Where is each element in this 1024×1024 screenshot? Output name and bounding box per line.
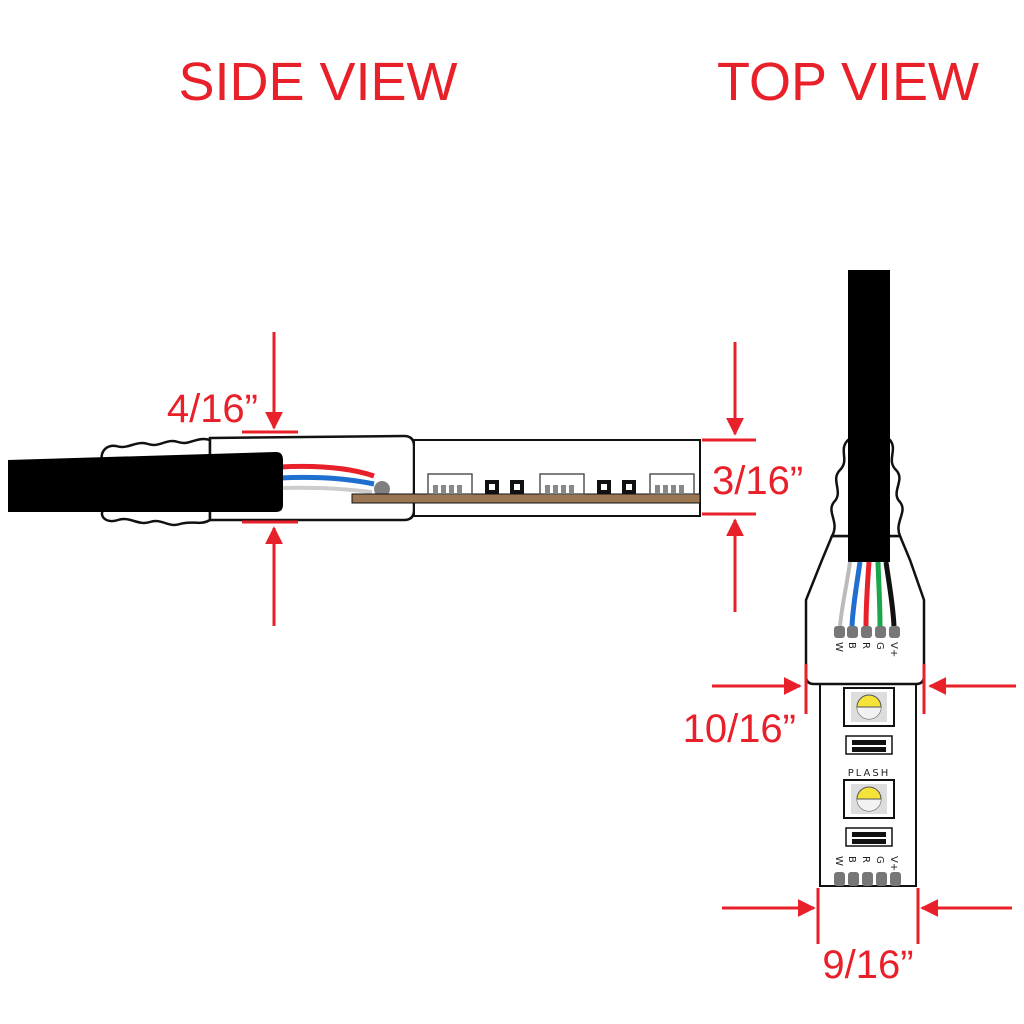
- side-led-chip: [427, 473, 473, 495]
- pin-label-vplus: V+: [888, 642, 899, 657]
- side-resistor: [597, 480, 611, 494]
- top-wire-green: [875, 561, 883, 627]
- top-wire-blue: [849, 561, 863, 627]
- dimension-strip-thickness: 3/16”: [702, 342, 803, 612]
- dimension-connector-width-label: 10/16”: [683, 707, 796, 751]
- pin-label-b: B: [846, 642, 857, 649]
- top-wire-red: [863, 561, 872, 627]
- side-resistor: [485, 480, 499, 494]
- side-wire-blue: [279, 474, 375, 487]
- pin-label-g: G: [874, 642, 885, 650]
- dimension-strip-thickness-label: 3/16”: [712, 459, 803, 503]
- top-solder-pad: [861, 626, 872, 638]
- pin-label-vplus-lower: V+: [888, 856, 899, 871]
- top-led-chip: [843, 687, 895, 727]
- top-resistor: [845, 827, 893, 847]
- dimension-strip-width: 9/16”: [722, 888, 1012, 987]
- side-wire-white: [279, 485, 373, 494]
- top-solder-pad: [889, 626, 900, 638]
- top-solder-pad-lower: [834, 872, 845, 886]
- pin-label-g-lower: G: [874, 856, 885, 864]
- dimension-connector-width: 10/16”: [683, 664, 1016, 751]
- pin-label-r: R: [860, 642, 871, 649]
- brand-label: PLASH: [848, 768, 891, 779]
- side-wire-red: [279, 463, 375, 479]
- top-solder-pad: [847, 626, 858, 638]
- side-view-title: SIDE VIEW: [178, 52, 457, 112]
- side-resistor: [510, 480, 524, 494]
- top-view-title: TOP VIEW: [717, 52, 979, 112]
- side-led-chip: [539, 473, 585, 495]
- pin-label-w-lower: W: [833, 856, 844, 866]
- top-solder-pad-lower: [876, 872, 887, 886]
- side-resistor: [622, 480, 636, 494]
- side-led-chip: [649, 473, 695, 495]
- pin-label-b-lower: B: [846, 856, 857, 863]
- top-cable: [848, 270, 890, 562]
- top-view: W B R G V+ PLASH: [683, 270, 1016, 987]
- top-solder-pad: [875, 626, 886, 638]
- pin-label-r-lower: R: [860, 856, 871, 863]
- top-resistor: [845, 735, 893, 755]
- side-cable: [8, 452, 283, 512]
- dimension-connector-height: 4/16”: [167, 332, 298, 626]
- top-solder-pad-lower: [862, 872, 873, 886]
- top-solder-pad-lower: [890, 872, 901, 886]
- top-led-chip: [843, 779, 895, 819]
- side-view: 4/16” 3/16”: [8, 332, 803, 626]
- top-wire-black: [883, 561, 897, 627]
- dimension-strip-width-label: 9/16”: [822, 943, 913, 987]
- side-pcb: [351, 493, 701, 504]
- top-solder-pad: [834, 626, 845, 638]
- top-wire-white: [838, 561, 852, 627]
- pin-label-w: W: [833, 642, 844, 652]
- side-solder-blob: [374, 481, 390, 497]
- top-solder-pad-lower: [848, 872, 859, 886]
- dimension-connector-height-label: 4/16”: [167, 387, 258, 431]
